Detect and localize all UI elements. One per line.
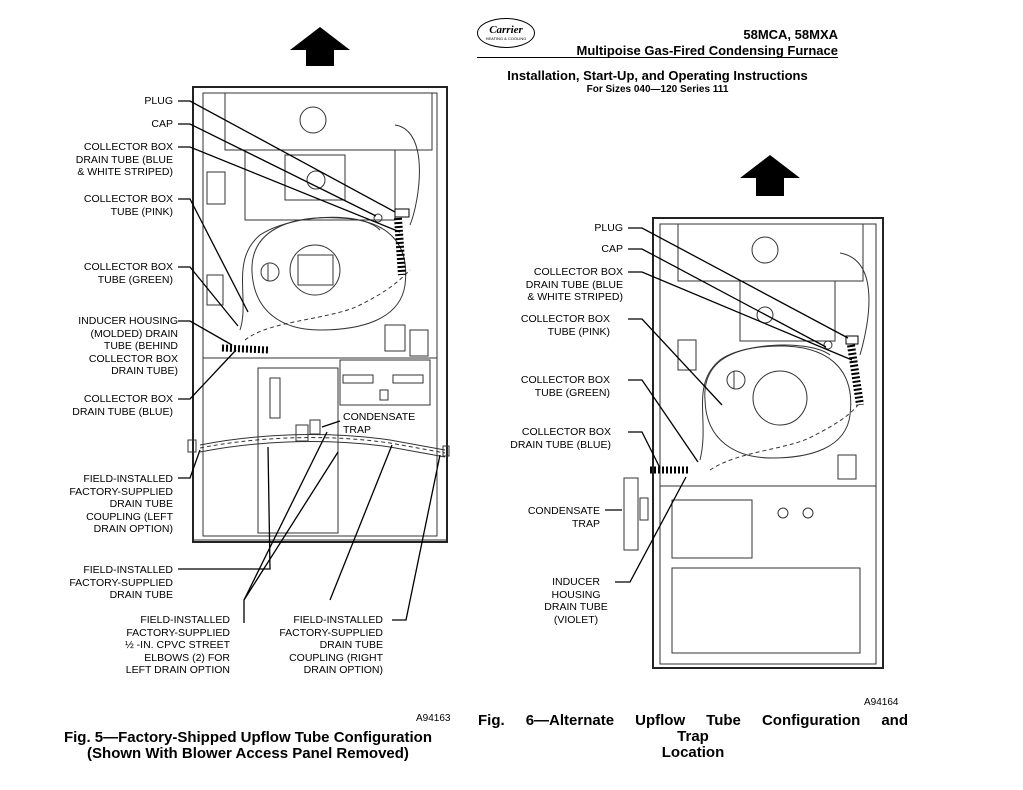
fig6-label-collector-drain-blue: COLLECTOR BOX DRAIN TUBE (BLUE) xyxy=(510,426,611,451)
fig6-label-collector-pink: COLLECTOR BOX TUBE (PINK) xyxy=(520,313,610,338)
header-rule xyxy=(477,57,838,58)
fig5-label-plug: PLUG xyxy=(144,95,173,107)
fig6-caption-line2: Trap xyxy=(677,728,709,745)
fig5-label-collector-pink: COLLECTOR BOX TUBE (PINK) xyxy=(83,193,173,218)
fig5-label-elbows: FIELD-INSTALLED FACTORY-SUPPLIED ½ -IN. … xyxy=(124,614,230,676)
fig6-caption-line3: Location xyxy=(661,744,725,761)
fig6-label-collector-drain-striped: COLLECTOR BOX DRAIN TUBE (BLUE & WHITE S… xyxy=(525,266,623,303)
fig5-airflow-arrow xyxy=(290,27,350,66)
logo-subtext: HEATING & COOLING xyxy=(485,36,527,41)
fig5-drawing xyxy=(178,27,450,623)
fig6-caption-line1: Fig. 6—Alternate Upflow Tube Configurati… xyxy=(478,712,908,729)
fig5-label-cap: CAP xyxy=(151,118,173,130)
fig6-label-cap: CAP xyxy=(601,243,623,255)
fig6-label-collector-green: COLLECTOR BOX TUBE (GREEN) xyxy=(520,374,610,399)
fig6-caption: Fig. 6—Alternate Upflow Tube Configurati… xyxy=(478,713,908,761)
fig6-label-condensate-trap: CONDENSATE TRAP xyxy=(527,505,600,530)
fig5-label-drain-tube: FIELD-INSTALLED FACTORY-SUPPLIED DRAIN T… xyxy=(69,564,173,601)
document-title: Multipoise Gas-Fired Condensing Furnace xyxy=(576,43,838,58)
fig6-drawing-code: A94164 xyxy=(864,697,899,708)
logo-text: Carrier xyxy=(489,24,523,36)
fig5-label-coupling-left: FIELD-INSTALLED FACTORY-SUPPLIED DRAIN T… xyxy=(69,473,173,535)
model-numbers: 58MCA, 58MXA xyxy=(743,27,838,42)
fig6-airflow-arrow xyxy=(740,155,800,196)
fig5-caption-line2: (Shown With Blower Access Panel Removed) xyxy=(87,745,409,762)
fig5-label-inducer-housing: INDUCER HOUSING (MOLDED) DRAIN TUBE (BEH… xyxy=(78,315,178,377)
fig5-label-collector-green: COLLECTOR BOX TUBE (GREEN) xyxy=(83,261,173,286)
fig5-label-collector-drain-blue: COLLECTOR BOX DRAIN TUBE (BLUE) xyxy=(72,393,173,418)
fig5-label-coupling-right: FIELD-INSTALLED FACTORY-SUPPLIED DRAIN T… xyxy=(279,614,383,676)
fig5-label-collector-drain-striped: COLLECTOR BOX DRAIN TUBE (BLUE & WHITE S… xyxy=(75,141,173,178)
document-sizes: For Sizes 040—120 Series 111 xyxy=(586,84,729,95)
fig6-drawing xyxy=(605,155,884,669)
fig5-caption: Fig. 5—Factory-Shipped Upflow Tube Confi… xyxy=(30,730,466,762)
brand-logo: Carrier HEATING & COOLING xyxy=(477,18,535,48)
fig5-caption-line1: Fig. 5—Factory-Shipped Upflow Tube Confi… xyxy=(63,729,433,746)
fig5-label-condensate-trap: CONDENSATE TRAP xyxy=(343,411,416,436)
fig6-label-plug: PLUG xyxy=(594,222,623,234)
document-subtitle: Installation, Start-Up, and Operating In… xyxy=(507,68,808,83)
fig6-label-inducer-housing: INDUCER HOUSING DRAIN TUBE (VIOLET) xyxy=(544,576,608,626)
fig5-drawing-code: A94163 xyxy=(416,713,451,724)
